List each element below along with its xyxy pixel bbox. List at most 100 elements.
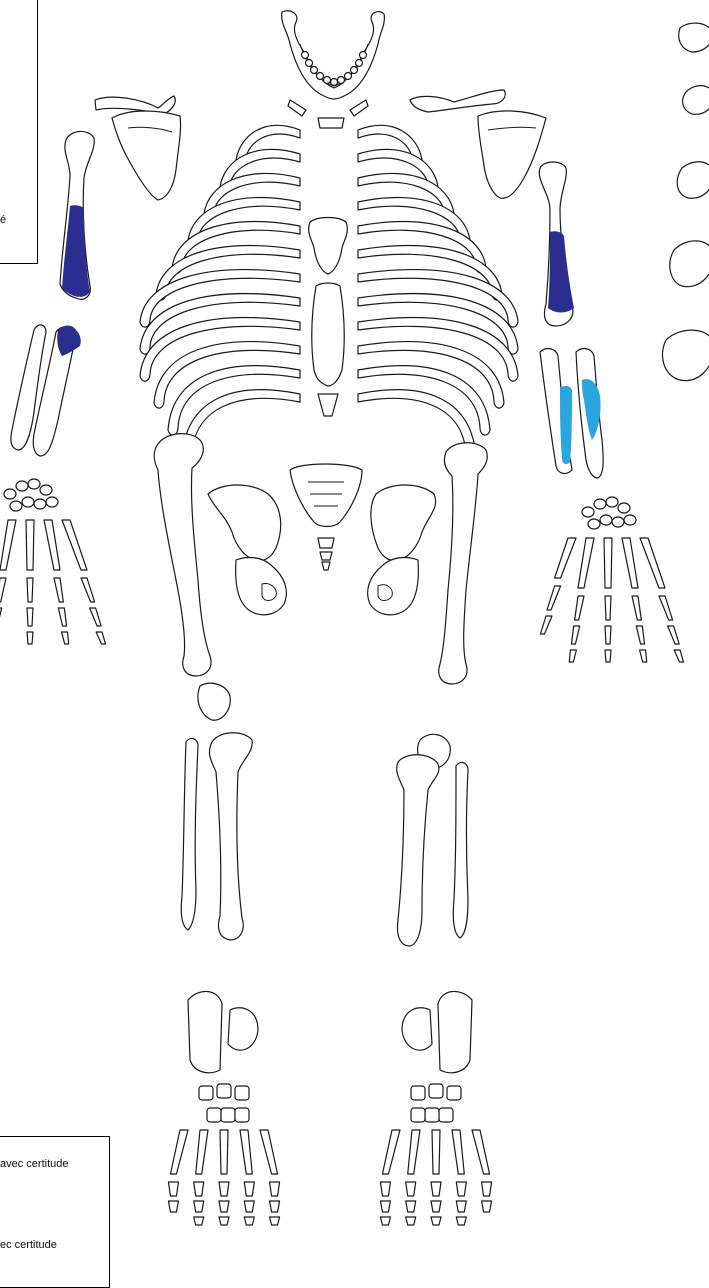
metatarsal-left-4 [408, 1130, 420, 1174]
patella-right [198, 683, 230, 720]
metatarsal-left-5 [382, 1130, 400, 1174]
phalanx-right-3-1 [27, 578, 33, 602]
phalanx-left-3-2 [605, 626, 611, 644]
toe-phalanx-right-4-3 [244, 1217, 254, 1225]
toe-phalanx-right-1-1 [168, 1182, 178, 1196]
phalanx-right-4-1 [54, 578, 63, 602]
toe-phalanx-right-4-2 [244, 1201, 254, 1212]
carpal-left-4 [618, 503, 630, 513]
fibula-right [181, 739, 198, 930]
phalanx-right-3-3 [27, 632, 33, 644]
toe-phalanx-left-4-2 [406, 1201, 416, 1212]
toe-phalanx-right-5-2 [270, 1201, 280, 1212]
metacarpal-left-4 [622, 538, 638, 588]
ischium-left [368, 558, 419, 615]
carpal-right-8 [46, 497, 58, 507]
metacarpal-left-1 [555, 538, 576, 578]
femur-right [154, 434, 211, 676]
carpal-right-2 [16, 481, 28, 491]
carpal-right-1 [4, 489, 16, 499]
phalanx-right-5-1 [81, 578, 95, 602]
talus-left [402, 1008, 432, 1050]
toe-phalanx-right-2-1 [194, 1182, 204, 1196]
tarsal-left-6 [411, 1108, 425, 1122]
tarsal-right-3 [235, 1086, 249, 1100]
tarsal-right-6 [235, 1108, 249, 1122]
phalanx-right-4-2 [58, 608, 66, 626]
tarsal-left-2 [429, 1084, 443, 1098]
calcaneus-right [188, 991, 222, 1072]
metacarpal-left-2 [578, 538, 594, 588]
tibia-right [209, 733, 252, 940]
carpal-left-5 [588, 519, 600, 529]
ilium-left [371, 485, 436, 561]
phalanx-left-3-1 [605, 596, 611, 620]
toe-phalanx-right-5-1 [270, 1182, 280, 1196]
vertebrae-column [662, 23, 709, 381]
scapula-right [112, 111, 181, 200]
sacrum [290, 464, 362, 527]
scapula-left [478, 111, 546, 198]
phalanx-left-5-2 [668, 626, 679, 644]
toe-phalanx-left-5-2 [380, 1201, 390, 1212]
mandible [282, 11, 385, 99]
phalanx-right-2-1 [0, 578, 6, 602]
forearm-right [11, 325, 81, 456]
tarsal-right-2 [217, 1084, 231, 1098]
foot-left [380, 991, 491, 1225]
toe-phalanx-right-3-2 [219, 1201, 229, 1212]
pelvis [208, 464, 436, 615]
tarsal-right-5 [221, 1108, 235, 1122]
fibula-left [453, 763, 468, 938]
ilium-right [208, 485, 281, 561]
phalanx-left-5-3 [674, 650, 683, 662]
toe-phalanx-right-1-2 [168, 1201, 178, 1212]
phalanx-right-5-2 [90, 608, 101, 626]
toe-phalanx-left-5-1 [380, 1182, 390, 1196]
carpal-left-6 [600, 515, 612, 525]
femur-left [439, 443, 488, 684]
calcaneus-left [438, 991, 472, 1072]
tarsal-left-5 [425, 1108, 439, 1122]
toe-phalanx-left-2-2 [456, 1201, 466, 1212]
toe-phalanx-right-5-3 [270, 1217, 280, 1225]
phalanx-left-2-1 [575, 596, 584, 620]
tarsal-right-1 [199, 1086, 213, 1100]
hyoid [288, 100, 368, 128]
metatarsal-right-5 [260, 1130, 278, 1174]
clavicle-left [410, 90, 505, 112]
carpal-left-1 [582, 507, 594, 517]
phalanx-left-1-1 [547, 586, 561, 610]
metatarsal-left-1 [472, 1130, 490, 1174]
coccyx [318, 538, 334, 570]
manubrium [309, 218, 348, 275]
phalanx-right-3-2 [27, 608, 33, 626]
metacarpal-left-3 [604, 538, 612, 588]
hand-left [540, 497, 683, 662]
metatarsal-right-4 [240, 1130, 252, 1174]
phalanx-left-4-3 [640, 650, 647, 662]
ulna-left-marked-region [560, 386, 572, 464]
toe-phalanx-right-3-3 [219, 1217, 229, 1225]
phalanx-right-4-3 [62, 632, 69, 644]
tibia-left [397, 755, 439, 946]
metacarpal-left-5 [640, 538, 665, 588]
metatarsal-right-2 [196, 1130, 208, 1174]
talus-right [228, 1008, 258, 1050]
ischium-right [236, 558, 287, 615]
toe-phalanx-right-4-1 [244, 1182, 254, 1196]
carpal-left-2 [594, 499, 606, 509]
phalanx-right-5-3 [96, 632, 105, 644]
metatarsal-right-3 [220, 1130, 228, 1174]
toe-phalanx-right-2-3 [194, 1217, 204, 1225]
toe-phalanx-left-2-1 [456, 1182, 466, 1196]
toe-phalanx-left-3-2 [431, 1201, 441, 1212]
humerus-left-marked-region [548, 231, 574, 312]
metacarpal-right-3 [26, 520, 34, 570]
tarsal-left-3 [411, 1086, 425, 1100]
humerus-right [60, 131, 94, 299]
carpal-left-3 [606, 497, 618, 507]
carpal-right-7 [34, 499, 46, 509]
metatarsal-left-3 [432, 1130, 440, 1174]
